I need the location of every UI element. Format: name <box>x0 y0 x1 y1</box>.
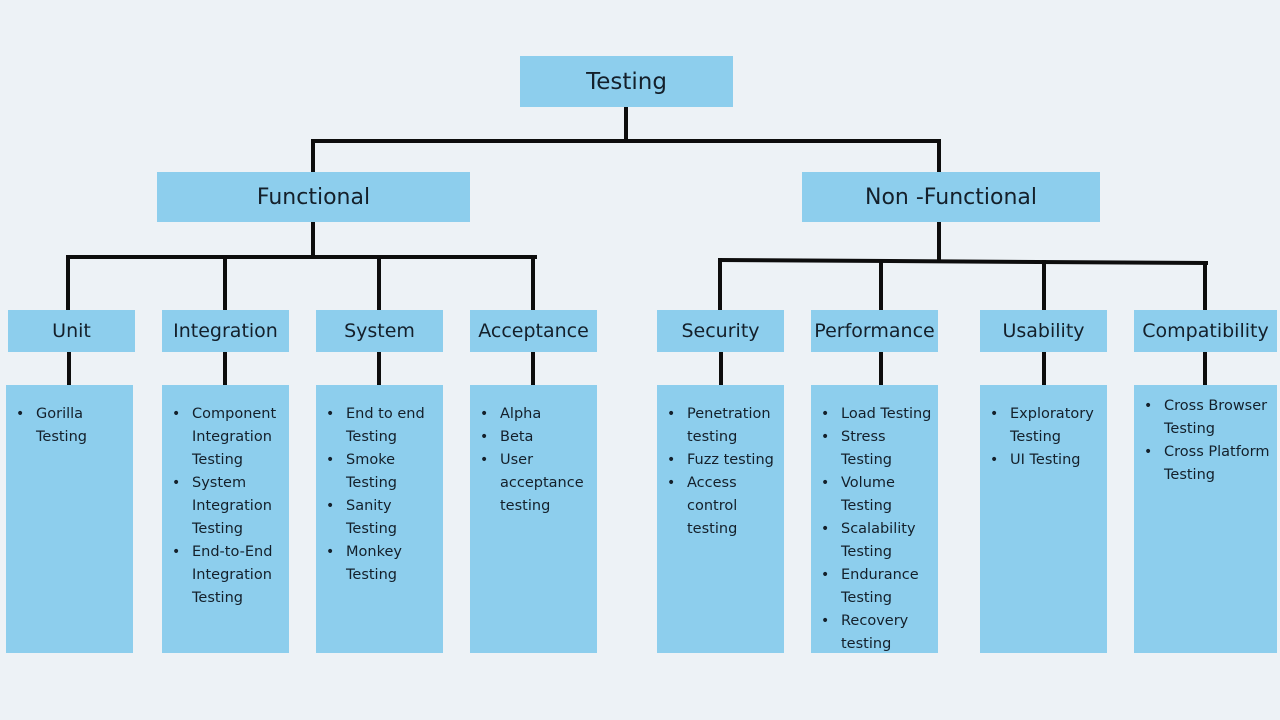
detail-integration: Component Integration TestingSystem Inte… <box>162 385 289 653</box>
category-performance: Performance <box>811 310 938 352</box>
connector-to-system <box>377 257 381 311</box>
detail-list: AlphaBetaUser acceptance testing <box>480 403 593 518</box>
root-node-label: Testing <box>586 68 667 95</box>
category-usability: Usability <box>980 310 1107 352</box>
detail-list: End to end TestingSmoke TestingSanity Te… <box>326 403 439 587</box>
detail-list: Penetration testingFuzz testingAccess co… <box>667 403 780 541</box>
detail-usability: Exploratory TestingUI Testing <box>980 385 1107 653</box>
detail-unit: Gorilla Testing <box>6 385 133 653</box>
branch-functional: Functional <box>157 172 470 222</box>
detail-acceptance: AlphaBetaUser acceptance testing <box>470 385 597 653</box>
connector-to-non-functional <box>937 141 941 173</box>
category-security: Security <box>657 310 784 352</box>
category-acceptance: Acceptance <box>470 310 597 352</box>
list-item: Fuzz testing <box>667 449 780 472</box>
list-item: Alpha <box>480 403 593 426</box>
connector-root-down <box>624 107 628 143</box>
detail-compatibility: Cross Browser TestingCross Platform Test… <box>1134 385 1277 653</box>
list-item: Cross Browser Testing <box>1144 395 1273 441</box>
category-label: Integration <box>173 320 278 342</box>
connector-integration-detail <box>223 352 227 386</box>
list-item: Recovery testing <box>821 610 934 656</box>
connector-to-usability <box>1042 260 1046 311</box>
category-label: Security <box>681 320 760 342</box>
list-item: Endurance Testing <box>821 564 934 610</box>
connector-acceptance-detail <box>531 352 535 386</box>
list-item: End to end Testing <box>326 403 439 449</box>
list-item: Access control testing <box>667 472 780 541</box>
root-node-testing: Testing <box>520 56 733 107</box>
list-item: Stress Testing <box>821 426 934 472</box>
connector-functional-down <box>311 222 315 258</box>
detail-list: Gorilla Testing <box>16 403 129 449</box>
list-item: Monkey Testing <box>326 541 439 587</box>
connector-to-integration <box>223 256 227 311</box>
category-unit: Unit <box>8 310 135 352</box>
list-item: Cross Platform Testing <box>1144 441 1273 487</box>
list-item: Component Integration Testing <box>172 403 285 472</box>
branch-non-functional: Non -Functional <box>802 172 1100 222</box>
detail-list: Cross Browser TestingCross Platform Test… <box>1144 395 1273 487</box>
list-item: Load Testing <box>821 403 934 426</box>
connector-compatibility-detail <box>1203 352 1207 386</box>
detail-security: Penetration testingFuzz testingAccess co… <box>657 385 784 653</box>
list-item: Exploratory Testing <box>990 403 1103 449</box>
list-item: UI Testing <box>990 449 1103 472</box>
connector-to-performance <box>879 259 883 311</box>
category-label: Usability <box>1002 320 1085 342</box>
connector-to-security <box>718 258 722 311</box>
detail-system: End to end TestingSmoke TestingSanity Te… <box>316 385 443 653</box>
list-item: User acceptance testing <box>480 449 593 518</box>
connector-unit-detail <box>67 352 71 386</box>
list-item: System Integration Testing <box>172 472 285 541</box>
category-label: Acceptance <box>478 320 589 342</box>
connector-to-acceptance <box>531 258 535 311</box>
category-label: System <box>344 320 415 342</box>
category-label: Unit <box>52 320 91 342</box>
detail-list: Load TestingStress TestingVolume Testing… <box>821 403 934 656</box>
connector-performance-detail <box>879 352 883 386</box>
connector-functional-horizontal <box>66 255 537 259</box>
category-label: Compatibility <box>1142 320 1269 342</box>
category-label: Performance <box>814 320 935 342</box>
connector-to-functional <box>311 139 315 173</box>
detail-list: Component Integration TestingSystem Inte… <box>172 403 285 610</box>
connector-non-functional-down <box>937 222 941 262</box>
connector-non-functional-horizontal <box>717 258 1209 265</box>
list-item: Beta <box>480 426 593 449</box>
connector-security-detail <box>719 352 723 386</box>
connector-usability-detail <box>1042 352 1046 386</box>
list-item: End-to-End Integration Testing <box>172 541 285 610</box>
connector-root-horizontal <box>311 139 941 143</box>
connector-system-detail <box>377 352 381 386</box>
list-item: Gorilla Testing <box>16 403 129 449</box>
category-integration: Integration <box>162 310 289 352</box>
list-item: Scalability Testing <box>821 518 934 564</box>
detail-performance: Load TestingStress TestingVolume Testing… <box>811 385 938 653</box>
connector-to-unit <box>66 255 70 311</box>
detail-list: Exploratory TestingUI Testing <box>990 403 1103 472</box>
category-system: System <box>316 310 443 352</box>
branch-label: Functional <box>256 184 371 210</box>
list-item: Sanity Testing <box>326 495 439 541</box>
list-item: Smoke Testing <box>326 449 439 495</box>
list-item: Volume Testing <box>821 472 934 518</box>
list-item: Penetration testing <box>667 403 780 449</box>
category-compatibility: Compatibility <box>1134 310 1277 352</box>
branch-label: Non -Functional <box>865 184 1037 210</box>
connector-to-compatibility <box>1203 261 1207 311</box>
